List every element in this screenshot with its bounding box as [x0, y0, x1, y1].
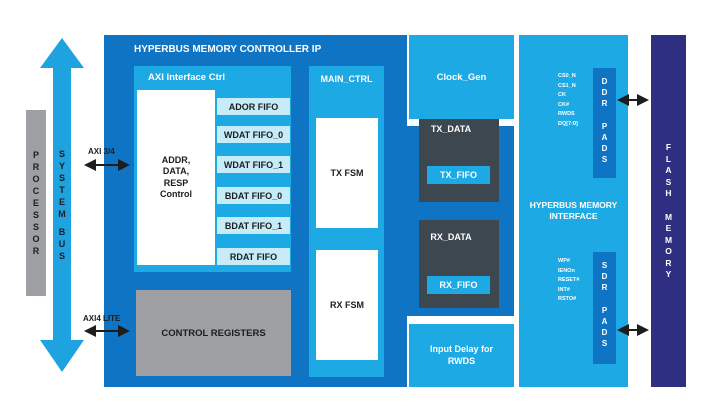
ddr-signal-list: CS0_N CS1_N CK CK# RWDS DQ[7:0] — [558, 72, 594, 129]
fifo-wdat-0: WDAT FIFO_0 — [217, 126, 290, 143]
sdr-signal: INT# — [558, 286, 570, 293]
sdr-signal: IENOn — [558, 267, 575, 274]
hyperbus-interface-title-1: HYPERBUS MEMORY — [529, 200, 618, 211]
hyperbus-interface-title: HYPERBUS MEMORY INTERFACE — [519, 198, 628, 224]
sdr-signal: WP# — [558, 258, 570, 264]
axi-label: AXI 3/4 — [88, 147, 115, 156]
tx-data-block — [419, 112, 499, 202]
axi-interface-ctrl-title: AXI Interface Ctrl — [148, 72, 226, 83]
fifo-rdat: RDAT FIFO — [217, 248, 290, 265]
sdr-signal-list: WP# IENOn RESET# INT# RSTO# — [558, 257, 594, 305]
addr-line-1: ADDR, — [161, 155, 191, 165]
tx-fsm: TX FSM — [316, 118, 378, 228]
ddr-signal: DQ[7:0] — [558, 120, 578, 127]
fifo-bdat-0: BDAT FIFO_0 — [217, 187, 290, 204]
rx-fifo: RX_FIFO — [427, 276, 490, 294]
ddr-signal: CS1_N — [558, 82, 576, 89]
hyperbus-interface-title-2: INTERFACE — [549, 211, 598, 221]
controller-title: HYPERBUS MEMORY CONTROLLER IP — [134, 44, 322, 55]
addr-line-2: DATA, — [162, 166, 190, 177]
rx-data-title: RX_DATA — [430, 232, 472, 242]
addr-line-3: RESP — [163, 177, 189, 188]
fifo-wdat-1: WDAT FIFO_1 — [217, 156, 290, 173]
fifo-bdat-1: BDAT FIFO_1 — [217, 217, 290, 234]
control-registers: CONTROL REGISTERS — [136, 290, 291, 376]
sdr-signal: RSTO# — [558, 296, 577, 302]
axi-lite-label: AXI4 LITE — [83, 314, 121, 323]
addr-data-resp-control-block: ADDR, DATA, RESP Control — [137, 90, 215, 265]
tx-data-title: TX_DATA — [430, 124, 472, 134]
sdr-signal: RESET# — [558, 277, 580, 283]
ddr-signal: RWDS — [558, 111, 575, 117]
rx-fsm: RX FSM — [316, 250, 378, 360]
fifo-ador: ADOR FIFO — [217, 98, 290, 115]
input-delay-line-1: Input Delay for — [429, 343, 493, 354]
ddr-signal: CS0_N — [558, 73, 576, 79]
clock-gen: Clock_Gen — [409, 35, 514, 119]
main-ctrl-title: MAIN_CTRL — [320, 74, 373, 84]
addr-line-4: Control — [160, 188, 192, 199]
input-delay-line-2: RWDS — [447, 355, 476, 366]
ddr-signal: CK — [558, 92, 566, 98]
input-delay-rwds: Input Delay for RWDS — [409, 324, 514, 387]
tx-fifo: TX_FIFO — [427, 166, 490, 184]
ddr-signal: CK# — [558, 101, 570, 108]
